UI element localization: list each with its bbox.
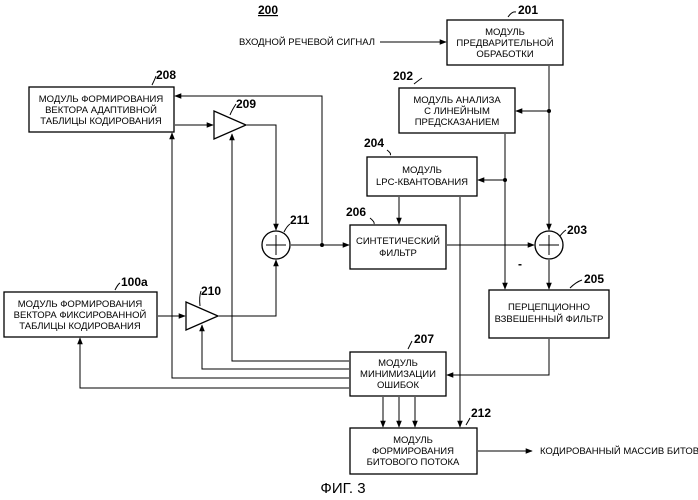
wire-weighting-to-errmin bbox=[447, 339, 549, 375]
figure-number: 200 bbox=[258, 3, 278, 17]
ref-207: 207 bbox=[414, 332, 434, 346]
block-label-line: ФОРМИРОВАНИЯ bbox=[372, 446, 454, 457]
block-label-line: ОШИБОК bbox=[377, 380, 419, 391]
wire-lpc-to-quant bbox=[478, 134, 505, 180]
input-speech-label: ВХОДНОЙ РЕЧЕВОЙ СИГНАЛ bbox=[239, 36, 375, 48]
adder-211 bbox=[262, 231, 290, 259]
ref-202: 202 bbox=[393, 69, 413, 83]
block-label-line: МОДУЛЬ АНАЛИЗА bbox=[413, 95, 501, 106]
ref-201: 201 bbox=[518, 3, 538, 17]
ref-204: 204 bbox=[364, 136, 384, 150]
bitstream-generation-block: МОДУЛЬ ФОРМИРОВАНИЯ БИТОВОГО ПОТОКА bbox=[350, 428, 477, 474]
ref-208: 208 bbox=[156, 68, 176, 82]
wire-preproc-to-lpc bbox=[516, 66, 549, 111]
figure-caption: ФИГ. 3 bbox=[320, 480, 365, 497]
leader-line bbox=[370, 218, 374, 224]
minus-sign: - bbox=[518, 257, 522, 271]
block-label-line: МОДУЛЬ bbox=[393, 435, 433, 446]
block-label-line: МОДУЛЬ bbox=[485, 27, 525, 38]
ref-203: 203 bbox=[567, 223, 587, 237]
leader-line bbox=[466, 418, 470, 425]
wire-errmin-to-amp210 bbox=[202, 325, 349, 369]
preprocessing-block: МОДУЛЬ ПРЕДВАРИТЕЛЬНОЙ ОБРАБОТКИ bbox=[447, 20, 563, 65]
leader-line bbox=[508, 12, 516, 17]
block-label-line: БИТОВОГО ПОТОКА bbox=[367, 457, 460, 468]
block-label-line: ПРЕДВАРИТЕЛЬНОЙ bbox=[456, 37, 553, 49]
wire-errmin-to-fixed bbox=[80, 338, 349, 388]
perceptual-weighting-filter-block: ПЕРЦЕПЦИОННО ВЗВЕШЕННЫЙ ФИЛЬТР bbox=[489, 290, 609, 338]
leader-line bbox=[560, 230, 566, 236]
block-label-line: С ЛИНЕЙНЫМ bbox=[424, 105, 490, 117]
block-label-line: ВЕКТОРА АДАПТИВНОЙ bbox=[45, 104, 157, 116]
ref-210: 210 bbox=[201, 284, 221, 298]
block-label-line: МОДУЛЬ bbox=[378, 358, 418, 369]
leader-line bbox=[387, 150, 391, 155]
block-label-line: МОДУЛЬ ФОРМИРОВАНИЯ bbox=[18, 299, 143, 310]
block-label-line: LPC-КВАНТОВАНИЯ bbox=[376, 177, 468, 188]
adder-203 bbox=[535, 231, 563, 259]
output-bitstream-label: КОДИРОВАННЫЙ МАССИВ БИТОВ bbox=[540, 445, 698, 457]
block-label-line: ТАБЛИЦЫ КОДИРОВАНИЯ bbox=[19, 321, 141, 332]
ref-211: 211 bbox=[290, 213, 310, 227]
lpc-analysis-block: МОДУЛЬ АНАЛИЗА С ЛИНЕЙНЫМ ПРЕДСКАЗАНИЕМ bbox=[399, 88, 515, 133]
ref-212: 212 bbox=[471, 406, 491, 420]
block-label-line: ВЕКТОРА ФИКСИРОВАННОЙ bbox=[14, 309, 147, 321]
leader-line bbox=[414, 78, 422, 84]
wire-amp209-to-adder211 bbox=[247, 125, 276, 230]
amplifier-209 bbox=[214, 111, 246, 139]
block-label-line: ПЕРЦЕПЦИОННО bbox=[508, 302, 590, 313]
ref-205: 205 bbox=[584, 272, 604, 286]
block-label-line: СИНТЕТИЧЕСКИЙ bbox=[356, 235, 440, 247]
block-label-line: ФИЛЬТР bbox=[379, 248, 417, 259]
wire-amp210-to-adder211 bbox=[219, 260, 276, 316]
adaptive-codebook-block: МОДУЛЬ ФОРМИРОВАНИЯ ВЕКТОРА АДАПТИВНОЙ Т… bbox=[29, 87, 174, 132]
block-label-line: МОДУЛЬ ФОРМИРОВАНИЯ bbox=[39, 94, 164, 105]
block-label-line: ПРЕДСКАЗАНИЕМ bbox=[415, 117, 500, 128]
ref-209: 209 bbox=[236, 97, 256, 111]
block-label-line: ВЗВЕШЕННЫЙ ФИЛЬТР bbox=[495, 313, 604, 325]
error-minimization-block: МОДУЛЬ МИНИМИЗАЦИИ ОШИБОК bbox=[350, 352, 446, 396]
leader-line bbox=[570, 280, 582, 288]
block-label-line: ТАБЛИЦЫ КОДИРОВАНИЯ bbox=[40, 116, 162, 127]
leader-line bbox=[115, 283, 120, 290]
lpc-quantization-block: МОДУЛЬ LPC-КВАНТОВАНИЯ bbox=[367, 157, 477, 196]
leader-line bbox=[200, 291, 201, 306]
block-label-line: МОДУЛЬ bbox=[402, 165, 442, 176]
block-label-line: МИНИМИЗАЦИИ bbox=[360, 369, 436, 380]
fixed-codebook-block: МОДУЛЬ ФОРМИРОВАНИЯ ВЕКТОРА ФИКСИРОВАННО… bbox=[4, 292, 157, 337]
leader-line bbox=[284, 224, 290, 232]
ref-206: 206 bbox=[346, 205, 366, 219]
synthesis-filter-block: СИНТЕТИЧЕСКИЙ ФИЛЬТР bbox=[350, 225, 446, 269]
block-label-line: ОБРАБОТКИ bbox=[476, 49, 534, 60]
leader-line bbox=[408, 341, 412, 349]
ref-100a: 100a bbox=[121, 275, 148, 289]
wire-errmin-to-amp209 bbox=[232, 134, 349, 361]
